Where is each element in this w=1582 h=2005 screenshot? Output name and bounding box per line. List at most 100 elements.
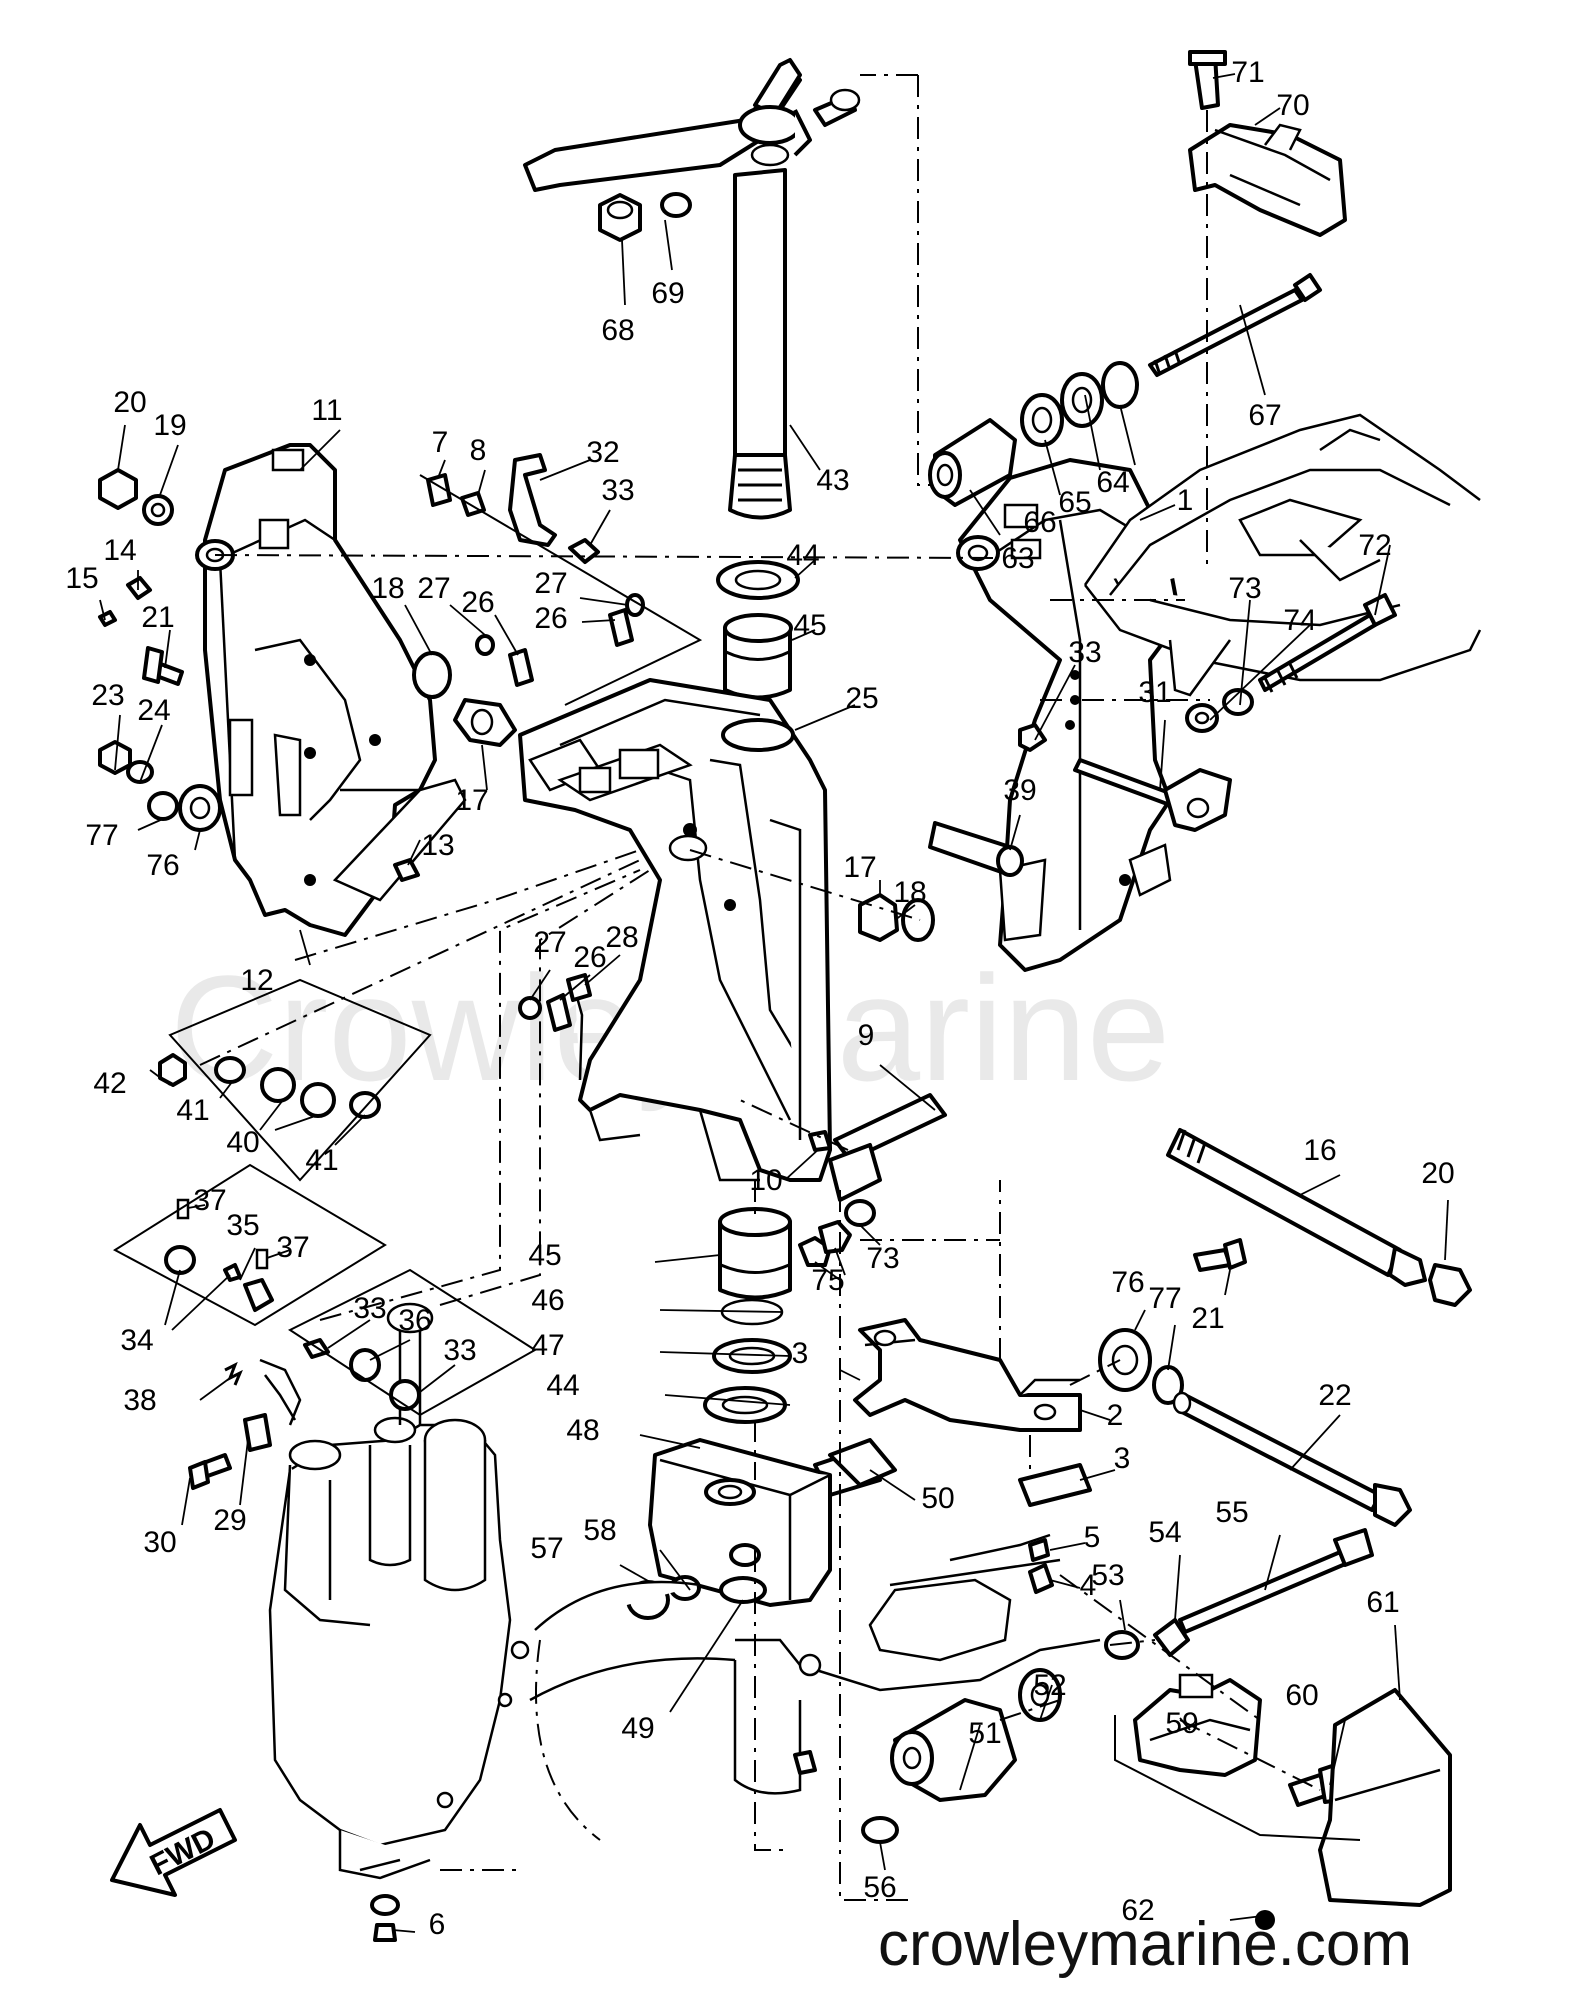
- part-label-10: 10: [749, 1164, 782, 1197]
- part-label-33: 33: [443, 1334, 476, 1367]
- part-label-21: 21: [1191, 1302, 1224, 1335]
- part-label-32: 32: [586, 436, 619, 469]
- bottom-cowling-illustration: [1083, 413, 1482, 697]
- part-label-7: 7: [432, 426, 449, 459]
- part-label-3: 3: [792, 1337, 809, 1370]
- nut-washer-illustration: [598, 192, 692, 242]
- part-label-44: 44: [786, 539, 819, 572]
- steering-arm-illustration: [523, 58, 861, 192]
- part-label-74: 74: [1283, 604, 1316, 637]
- part-label-33: 33: [601, 474, 634, 507]
- part-label-26: 26: [461, 586, 494, 619]
- part-label-42: 42: [93, 1067, 126, 1100]
- upper-mount-bolt-illustration: [928, 273, 1322, 507]
- lower-swivel-housing-illustration: [626, 1438, 897, 1620]
- part-label-38: 38: [123, 1384, 156, 1417]
- part-label-59: 59: [1165, 1707, 1198, 1740]
- leader-lines: [99, 73, 1449, 1933]
- part-label-45: 45: [793, 609, 826, 642]
- part-label-18: 18: [893, 876, 926, 909]
- part-label-18: 18: [371, 572, 404, 605]
- part-label-66: 66: [1023, 506, 1056, 539]
- left-fasteners-illustration: [98, 453, 645, 1490]
- part-label-60: 60: [1285, 1679, 1318, 1712]
- part-label-37: 37: [276, 1231, 309, 1264]
- tilt-stop-lever-illustration: [1018, 723, 1232, 832]
- part-label-49: 49: [621, 1712, 654, 1745]
- part-label-70: 70: [1276, 89, 1309, 122]
- part-label-3: 3: [1114, 1442, 1131, 1475]
- part-label-17: 17: [455, 784, 488, 817]
- part-label-26: 26: [573, 941, 606, 974]
- power-trim-unit-illustration: [268, 1302, 530, 1880]
- part-label-22: 22: [1318, 1379, 1351, 1412]
- part-label-58: 58: [583, 1514, 616, 1547]
- part-label-71: 71: [1231, 56, 1264, 89]
- part-label-55: 55: [1215, 1496, 1248, 1529]
- part-label-11: 11: [311, 394, 342, 427]
- part-label-33: 33: [353, 1292, 386, 1325]
- upper-bushing-illustration: [716, 560, 800, 700]
- part-label-4: 4: [1080, 1569, 1097, 1602]
- part-label-13: 13: [421, 829, 454, 862]
- part-label-54: 54: [1148, 1516, 1181, 1549]
- watermark-site: crowleymarine.com: [878, 1910, 1412, 1979]
- part-label-52: 52: [1033, 1669, 1066, 1702]
- bolt-6-illustration: [370, 1894, 400, 1942]
- part-label-65: 65: [1058, 486, 1091, 519]
- part-label-36: 36: [398, 1304, 431, 1337]
- part-label-67: 67: [1248, 399, 1281, 432]
- connector-lines: [113, 74, 1361, 1901]
- part-label-43: 43: [816, 464, 849, 497]
- tilt-tube-illustration: [1166, 1128, 1472, 1307]
- line-art: FWD: [98, 50, 1482, 1942]
- clamp-bracket-left-illustration: [195, 443, 467, 937]
- part-label-14: 14: [103, 534, 136, 567]
- part-label-72: 72: [1358, 529, 1391, 562]
- pin-39-illustration: [928, 821, 1024, 877]
- part-label-73: 73: [1228, 572, 1261, 605]
- bolt-21-right-illustration: [1193, 1238, 1247, 1272]
- lower-unit-outline-illustration: [529, 1533, 1101, 1795]
- part-label-45: 45: [528, 1239, 561, 1272]
- part-label-21: 21: [141, 601, 174, 634]
- part-label-27: 27: [417, 572, 450, 605]
- part-label-37: 37: [193, 1184, 226, 1217]
- part-label-61: 61: [1366, 1586, 1399, 1619]
- part-label-50: 50: [921, 1482, 954, 1515]
- part-label-41: 41: [305, 1144, 338, 1177]
- upper-mount-bracket-illustration: [1188, 50, 1347, 237]
- bolt-55-illustration: [1104, 1528, 1374, 1660]
- part-label-63: 63: [1001, 542, 1034, 575]
- part-label-15: 15: [65, 562, 98, 595]
- part-label-8: 8: [470, 434, 487, 467]
- part-label-1: 1: [1177, 484, 1194, 517]
- lower-mount-cover-illustration: [1133, 1673, 1452, 1930]
- part-label-2: 2: [1107, 1399, 1124, 1432]
- part-label-62: 62: [1121, 1894, 1154, 1927]
- part-label-75: 75: [811, 1264, 844, 1297]
- part-label-56: 56: [863, 1871, 896, 1904]
- part-label-25: 25: [845, 682, 878, 715]
- swivel-bracket-illustration: [518, 678, 832, 1182]
- part-label-73: 73: [866, 1242, 899, 1275]
- part-label-68: 68: [601, 314, 634, 347]
- part-label-24: 24: [137, 694, 170, 727]
- part-label-28: 28: [605, 921, 638, 954]
- part-label-76: 76: [146, 849, 179, 882]
- lower-mount-51-illustration: [861, 1668, 1062, 1844]
- part-label-26: 26: [534, 602, 567, 635]
- part-label-69: 69: [651, 277, 684, 310]
- part-label-53: 53: [1091, 1559, 1124, 1592]
- part-label-48: 48: [566, 1414, 599, 1447]
- part-label-19: 19: [153, 409, 186, 442]
- steering-shaft-illustration: [728, 168, 792, 520]
- part-label-41: 41: [176, 1094, 209, 1127]
- part-label-34: 34: [120, 1324, 153, 1357]
- long-bolt-22-illustration: [1172, 1391, 1412, 1527]
- lower-mount-fasteners-illustration: [793, 1538, 1054, 1775]
- bushing-76-right-illustration: [1098, 1328, 1184, 1405]
- part-label-44: 44: [546, 1369, 579, 1402]
